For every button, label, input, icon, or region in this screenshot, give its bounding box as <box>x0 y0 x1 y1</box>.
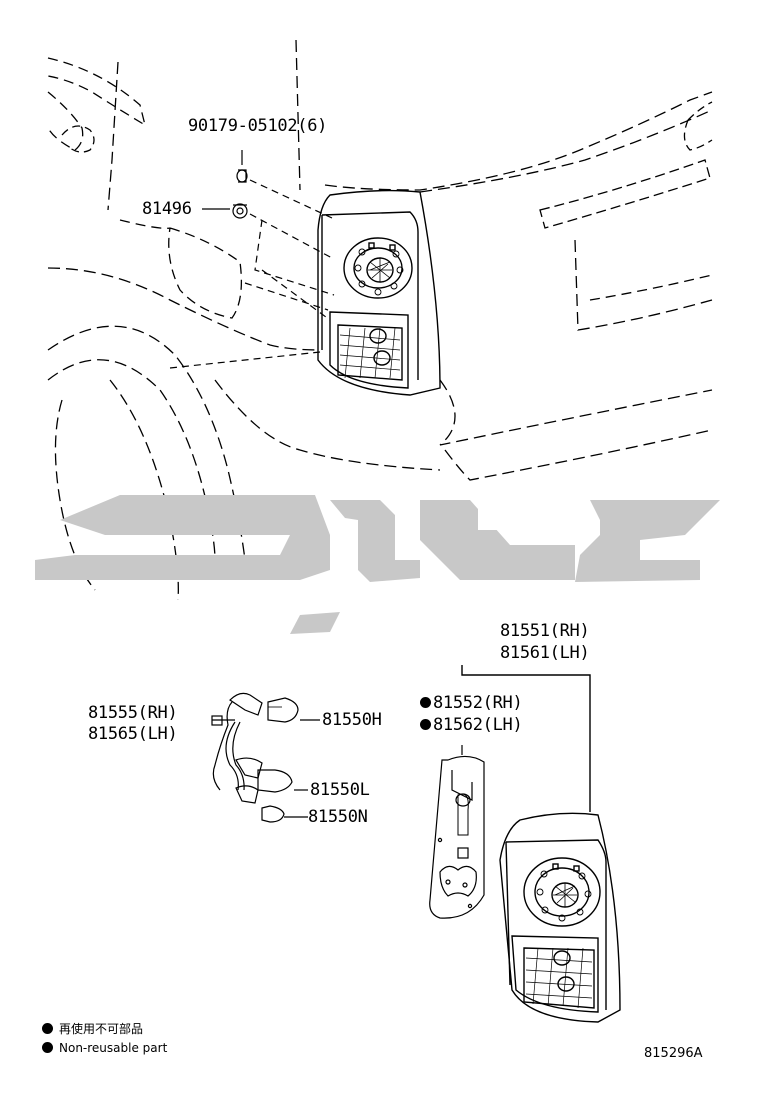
label-gasket-rh: 81552(RH) <box>420 693 523 713</box>
label-bulb-l: 81550L <box>310 780 370 800</box>
non-reusable-dot-icon <box>42 1023 53 1034</box>
non-reusable-dot-icon <box>420 719 431 730</box>
label-screw: 90179-05102(6) <box>188 116 328 136</box>
installed-tail-lamp <box>317 189 441 396</box>
label-lamp-rh: 81551(RH) <box>500 621 590 641</box>
non-reusable-dot-icon <box>42 1042 53 1053</box>
screw-and-clip <box>169 150 335 369</box>
label-gasket-lh: 81562(LH) <box>420 715 523 735</box>
label-bulb-h: 81550H <box>322 710 382 730</box>
legend-japanese: 再使用不可部品 <box>42 1020 143 1037</box>
socket-wire-assembly <box>211 692 320 823</box>
tail-lamp-assembly <box>461 665 621 1023</box>
label-lamp-lh: 81561(LH) <box>500 643 590 663</box>
label-bulb-n: 81550N <box>308 807 368 827</box>
legend-english: Non-reusable part <box>42 1041 167 1055</box>
label-clip: 81496 <box>142 199 192 219</box>
label-socket-rh: 81555(RH) <box>88 703 178 723</box>
watermark-logo <box>35 495 720 634</box>
non-reusable-dot-icon <box>420 697 431 708</box>
diagram-code: 815296A <box>644 1046 703 1061</box>
gasket <box>429 745 485 919</box>
label-socket-lh: 81565(LH) <box>88 724 178 744</box>
